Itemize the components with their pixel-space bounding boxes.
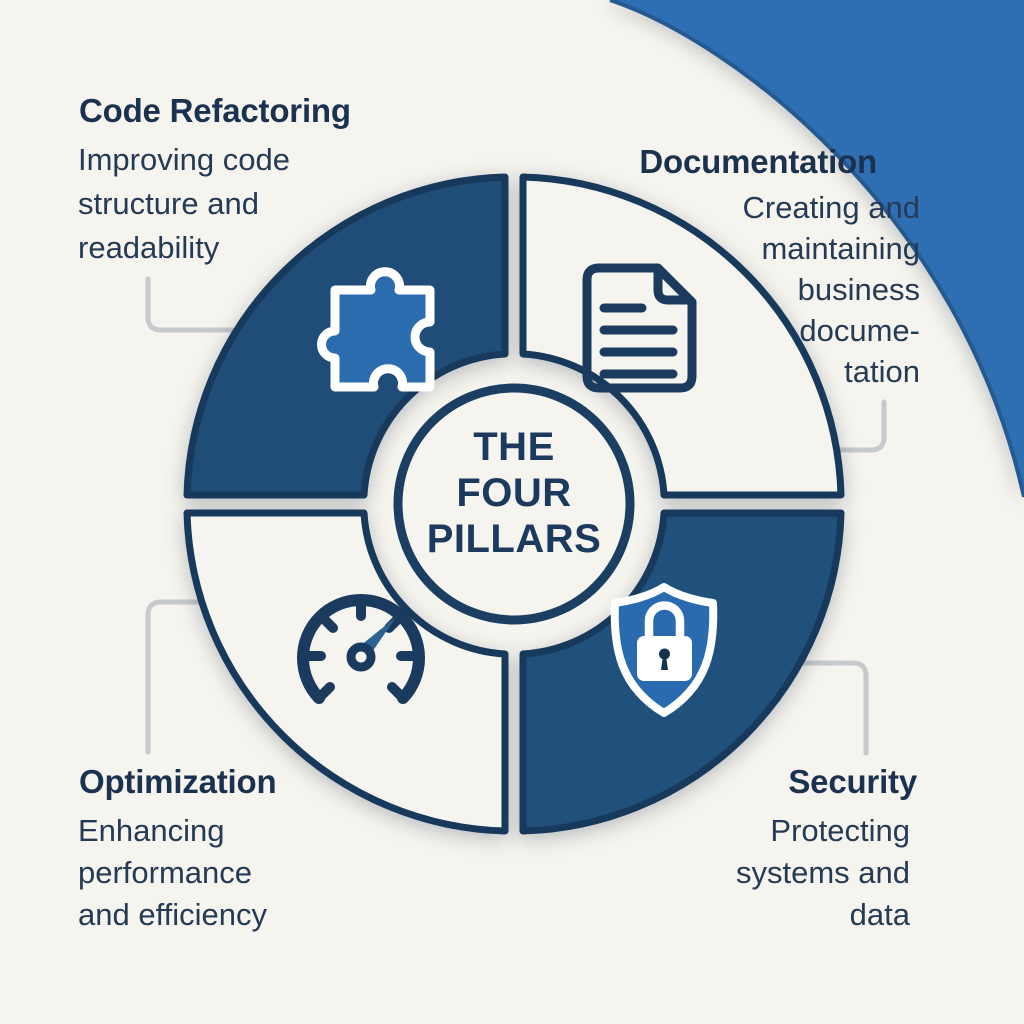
pillar-desc-security: Protecting systems and data [736, 810, 910, 936]
padlock-keyhole-stem [661, 656, 668, 670]
desc-line: Enhancing [78, 813, 225, 848]
desc-line: Improving code [78, 142, 290, 177]
connector-lines [145, 276, 887, 756]
center-title-line: FOUR [456, 471, 572, 515]
desc-line: systems and [735, 855, 910, 890]
desc-line: Protecting [770, 813, 910, 848]
document-folded-corner [653, 265, 695, 305]
quadrant-bottom-left [183, 509, 509, 835]
center-circle [393, 383, 635, 625]
puzzle-icon [317, 267, 435, 392]
pillar-heading-documentation: Documentation [639, 143, 877, 180]
padlock-keyhole [659, 648, 670, 660]
desc-line: readability [78, 230, 220, 265]
corner-accent-fill [610, 0, 1024, 497]
connector-code-refactoring [145, 276, 237, 333]
desc-line: business [797, 272, 920, 307]
corner-accent-edge [609, 0, 1024, 498]
desc-line: performance [78, 855, 253, 890]
gauge-icon [297, 594, 425, 704]
desc-line: maintaining [761, 231, 920, 266]
desc-line: tation [844, 354, 920, 389]
desc-line: structure and [78, 186, 259, 221]
gauge-hub [346, 642, 376, 672]
document-page-outline [582, 263, 697, 393]
pillar-desc-documentation: Creating and maintaining business docume… [742, 187, 920, 392]
gauge-ticks [300, 595, 422, 703]
center-title-line: PILLARS [426, 517, 602, 561]
document-icon [582, 263, 697, 393]
pillar-desc-code-refactoring: Improving code structure and readability [78, 138, 290, 270]
connector-optimization [145, 599, 205, 755]
center-title-line: THE [473, 425, 555, 469]
desc-line: and efficiency [78, 897, 267, 932]
pillar-desc-optimization: Enhancing performance and efficiency [78, 810, 267, 936]
desc-line: data [849, 897, 910, 932]
puzzle-piece-shape [317, 267, 435, 392]
center-title: THE FOUR PILLARS [364, 424, 664, 562]
corner-accent-shape [609, 0, 1024, 498]
desc-line: Creating and [742, 190, 920, 225]
connector-security [798, 660, 869, 756]
pillar-heading-optimization: Optimization [79, 763, 277, 800]
connector-documentation [835, 399, 887, 453]
desc-line: docume- [799, 313, 920, 348]
shield-icon [610, 583, 718, 717]
quadrant-top-right [519, 173, 845, 499]
padlock-shackle [644, 601, 685, 643]
pillar-heading-code-refactoring: Code Refactoring [79, 92, 351, 129]
pillar-heading-security: Security [788, 763, 917, 800]
